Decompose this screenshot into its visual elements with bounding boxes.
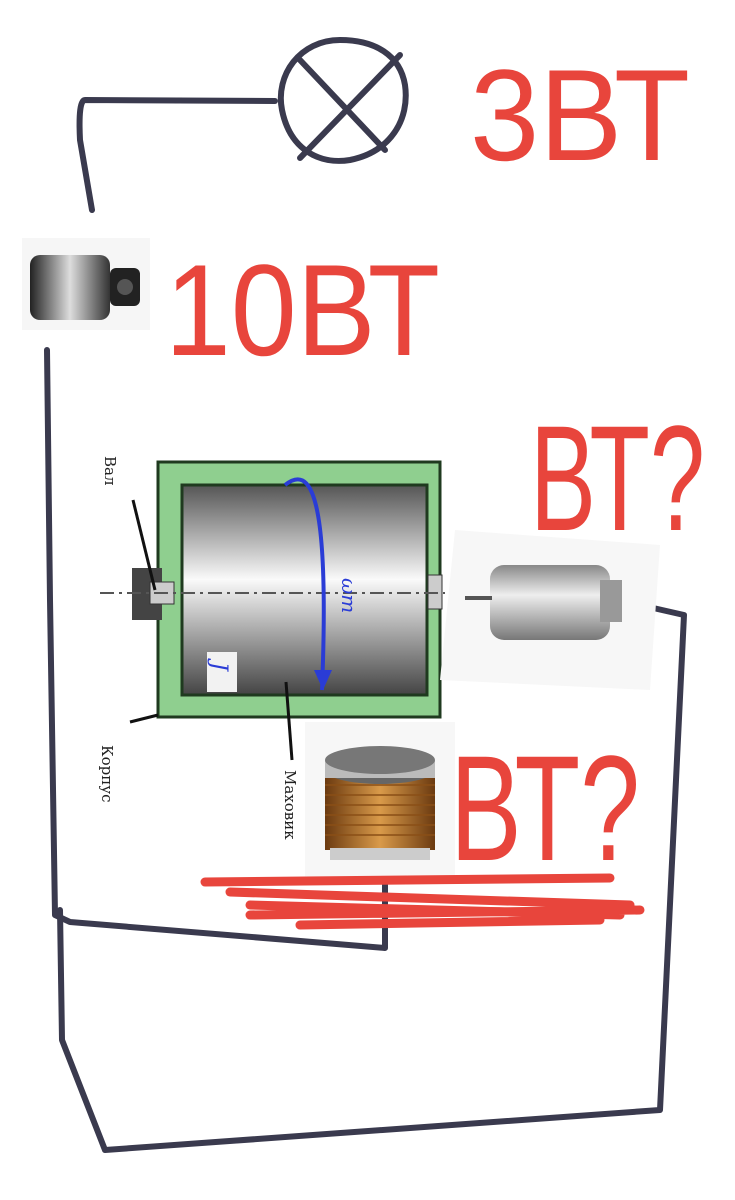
wire-lamp-to-generator [76,97,278,213]
red-scribble-underline [200,873,645,930]
shaft-label: Вал [101,456,119,486]
generator-power-label: 10ВТ [165,237,440,383]
inertia-label: J [206,658,231,672]
housing-label: Корпус [98,745,116,802]
flywheel-figure: Вал Корпус Маховик ωm J [98,456,445,840]
coil-power-label: ВТ? [450,724,640,892]
wires [44,97,687,1153]
wire-outer-loop [57,602,687,1153]
coil-image [305,722,455,882]
dc-motor-image [440,530,660,690]
lamp-icon [277,36,409,164]
motor-power-label: ВТ? [530,394,705,562]
omega-label: ωm [337,578,361,613]
lamp-power-label: 3ВТ [470,42,690,188]
generator-image [22,238,150,330]
flywheel-label: Маховик [281,770,299,840]
